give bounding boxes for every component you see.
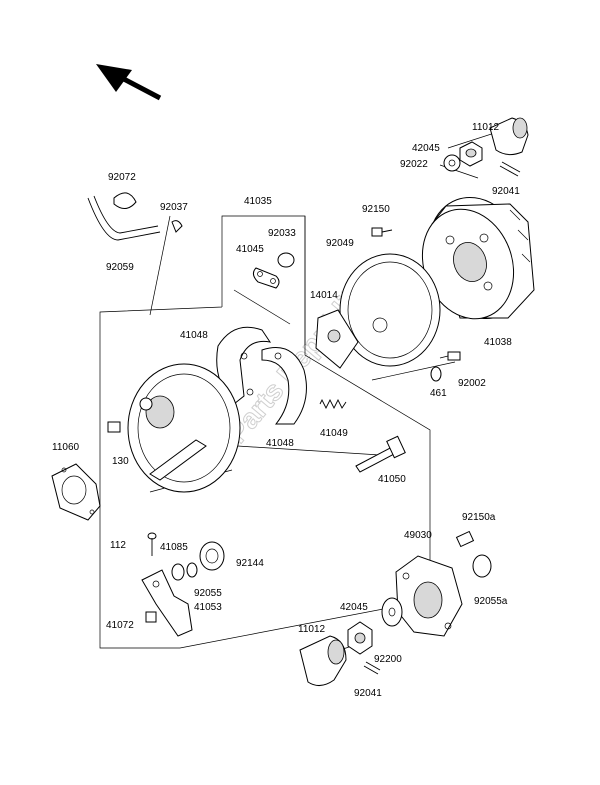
label-14014: 14014 bbox=[310, 290, 338, 301]
label-92002: 92002 bbox=[458, 378, 486, 389]
label-92200: 92200 bbox=[374, 654, 402, 665]
label-92022: 92022 bbox=[400, 159, 428, 170]
label-11012-bottom: 11012 bbox=[298, 624, 326, 635]
cotter-pin-92041-bottom bbox=[363, 661, 381, 675]
clip-92037 bbox=[171, 220, 183, 233]
seal-92144 bbox=[199, 541, 225, 571]
label-92055a: 92055a bbox=[474, 596, 508, 607]
label-41035: 41035 bbox=[244, 196, 272, 207]
label-92055: 92055 bbox=[194, 588, 222, 599]
hose-92059 bbox=[87, 195, 161, 241]
washer-41085 bbox=[171, 563, 185, 581]
label-92150: 92150 bbox=[362, 204, 390, 215]
bolt-92002 bbox=[439, 351, 461, 361]
label-92041-top: 92041 bbox=[492, 186, 520, 197]
bolt-92150a bbox=[455, 530, 475, 548]
label-41072: 41072 bbox=[106, 620, 134, 631]
label-92144: 92144 bbox=[236, 558, 264, 569]
cotter-pin-92041-top bbox=[499, 161, 521, 177]
bolt-92150 bbox=[371, 227, 393, 237]
clip-92072 bbox=[113, 192, 137, 209]
label-42045-top: 42045 bbox=[412, 143, 440, 154]
label-461: 461 bbox=[430, 388, 447, 399]
label-41048-bottom: 41048 bbox=[266, 438, 294, 449]
label-41053: 41053 bbox=[194, 602, 222, 613]
part-number-labels: 11012 42045 92022 92041 92072 92037 4103… bbox=[52, 122, 520, 699]
oring-92055a bbox=[472, 554, 492, 578]
hub-49030 bbox=[395, 555, 463, 637]
label-41050: 41050 bbox=[378, 474, 406, 485]
label-41038: 41038 bbox=[484, 337, 512, 348]
label-42045-bottom: 42045 bbox=[340, 602, 368, 613]
label-92059: 92059 bbox=[106, 262, 134, 273]
ring-92033 bbox=[277, 252, 295, 268]
seal-92049 bbox=[339, 253, 441, 367]
front-direction-arrow-icon bbox=[96, 64, 162, 101]
label-41048-left: 41048 bbox=[180, 330, 208, 341]
label-92041-bottom: 92041 bbox=[354, 688, 382, 699]
cap-11012-top bbox=[489, 117, 529, 156]
nut-92200 bbox=[347, 621, 373, 655]
nut-42045-top bbox=[459, 141, 483, 167]
label-11012-top: 11012 bbox=[472, 122, 500, 133]
brake-panel bbox=[127, 363, 241, 493]
cap-11012-bottom bbox=[299, 635, 347, 686]
label-11060: 11060 bbox=[52, 442, 80, 453]
nut-41072 bbox=[145, 611, 157, 623]
washer-42045-bottom bbox=[381, 597, 403, 627]
label-92072: 92072 bbox=[108, 172, 136, 183]
label-92037: 92037 bbox=[160, 202, 188, 213]
washer-92022 bbox=[443, 154, 461, 172]
spring-41049 bbox=[319, 398, 347, 410]
label-41085: 41085 bbox=[160, 542, 188, 553]
link-41045 bbox=[252, 267, 280, 289]
label-92033: 92033 bbox=[268, 228, 296, 239]
label-41049: 41049 bbox=[320, 428, 348, 439]
bolt-112 bbox=[147, 532, 157, 556]
washer-461 bbox=[430, 366, 442, 382]
label-112: 112 bbox=[110, 540, 126, 551]
lever-41053 bbox=[141, 569, 193, 637]
plate-14014 bbox=[315, 309, 359, 369]
label-92150a: 92150a bbox=[462, 512, 496, 523]
gasket-11060 bbox=[51, 463, 101, 521]
camshaft-41050 bbox=[355, 435, 406, 473]
oring-92055 bbox=[186, 562, 198, 578]
label-92049: 92049 bbox=[326, 238, 354, 249]
label-130: 130 bbox=[112, 456, 129, 467]
bolt-130 bbox=[107, 421, 121, 433]
label-41045: 41045 bbox=[236, 244, 264, 255]
label-49030: 49030 bbox=[404, 530, 432, 541]
